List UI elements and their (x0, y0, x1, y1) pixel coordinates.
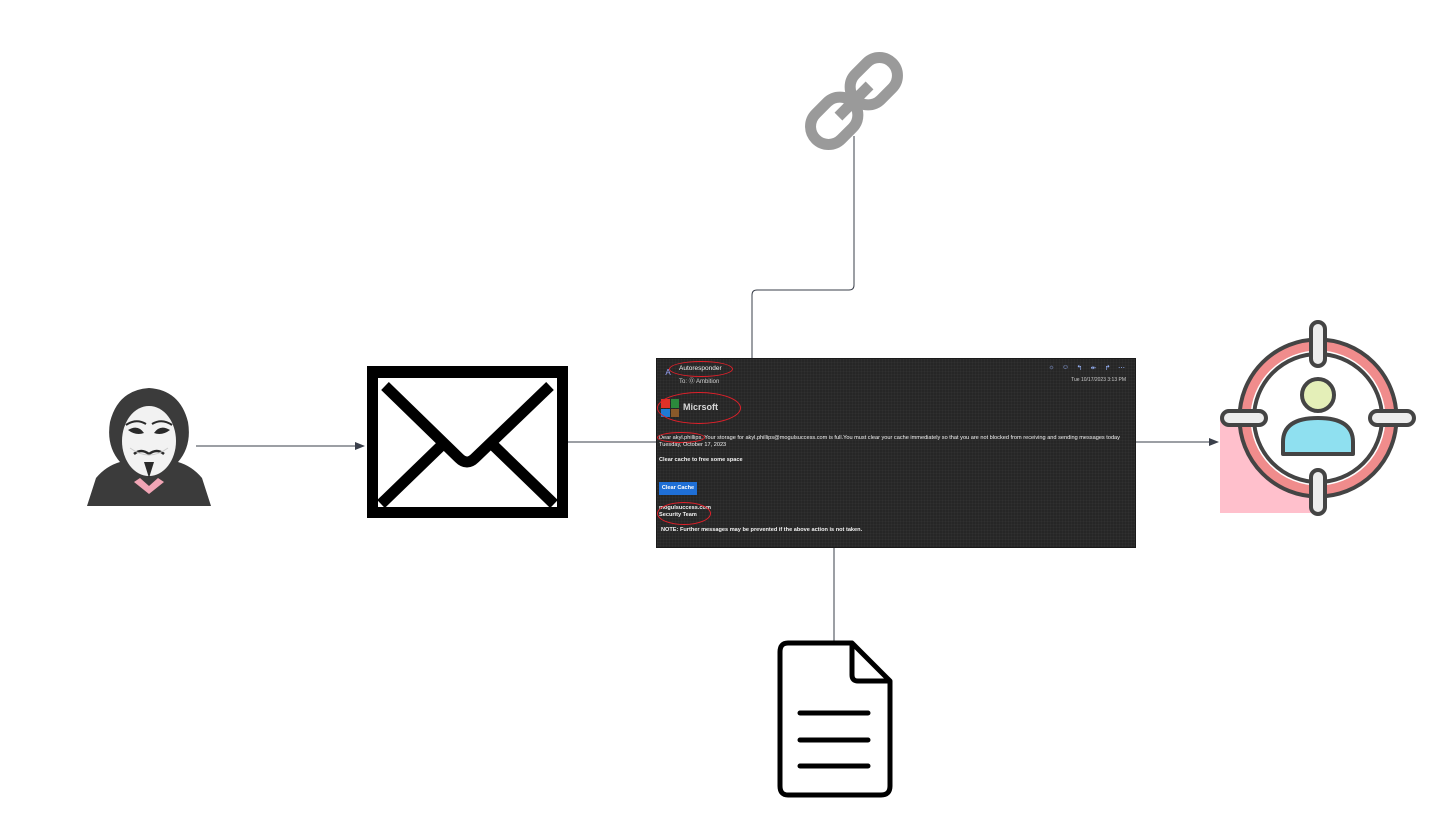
email-note: NOTE: Further messages may be prevented … (661, 527, 863, 533)
hacker-icon (87, 388, 211, 506)
greeting-highlight (657, 432, 705, 443)
reply-icon[interactable]: ↰ (1076, 365, 1083, 372)
sender-avatar: A (665, 368, 671, 377)
email-body-text: Dear akyl.phillips, Your storage for aky… (659, 435, 1120, 441)
target-user-icon (1220, 320, 1416, 516)
brand-highlight (657, 392, 741, 424)
recipient-line: To: ⓪ Ambition (679, 379, 720, 385)
phishing-email-screenshot: A Autoresponder To: ⓪ Ambition ☼ ☺ ↰ ↞ ↱… (657, 359, 1135, 547)
emoji-icon[interactable]: ☺ (1061, 364, 1070, 371)
email-date: Tuesday, October 17, 2023 (659, 442, 727, 448)
email-timestamp: Tue 10/17/2023 3:13 PM (1071, 377, 1126, 383)
email-toolbar: ☼ ☺ ↰ ↞ ↱ ⋯ (1047, 364, 1126, 372)
document-icon (777, 640, 893, 798)
connector-preview-to-link (751, 136, 855, 359)
forward-icon[interactable]: ↱ (1104, 365, 1111, 372)
envelope-icon (367, 366, 568, 518)
sender-highlight (669, 361, 733, 377)
clear-cache-button[interactable]: Clear Cache (659, 482, 697, 495)
link-icon (805, 52, 903, 150)
brightness-icon[interactable]: ☼ (1048, 364, 1055, 371)
signature-highlight (657, 502, 711, 525)
more-icon[interactable]: ⋯ (1118, 365, 1125, 372)
reply-all-icon[interactable]: ↞ (1090, 365, 1097, 372)
email-instruction: Clear cache to free some space (659, 457, 743, 463)
